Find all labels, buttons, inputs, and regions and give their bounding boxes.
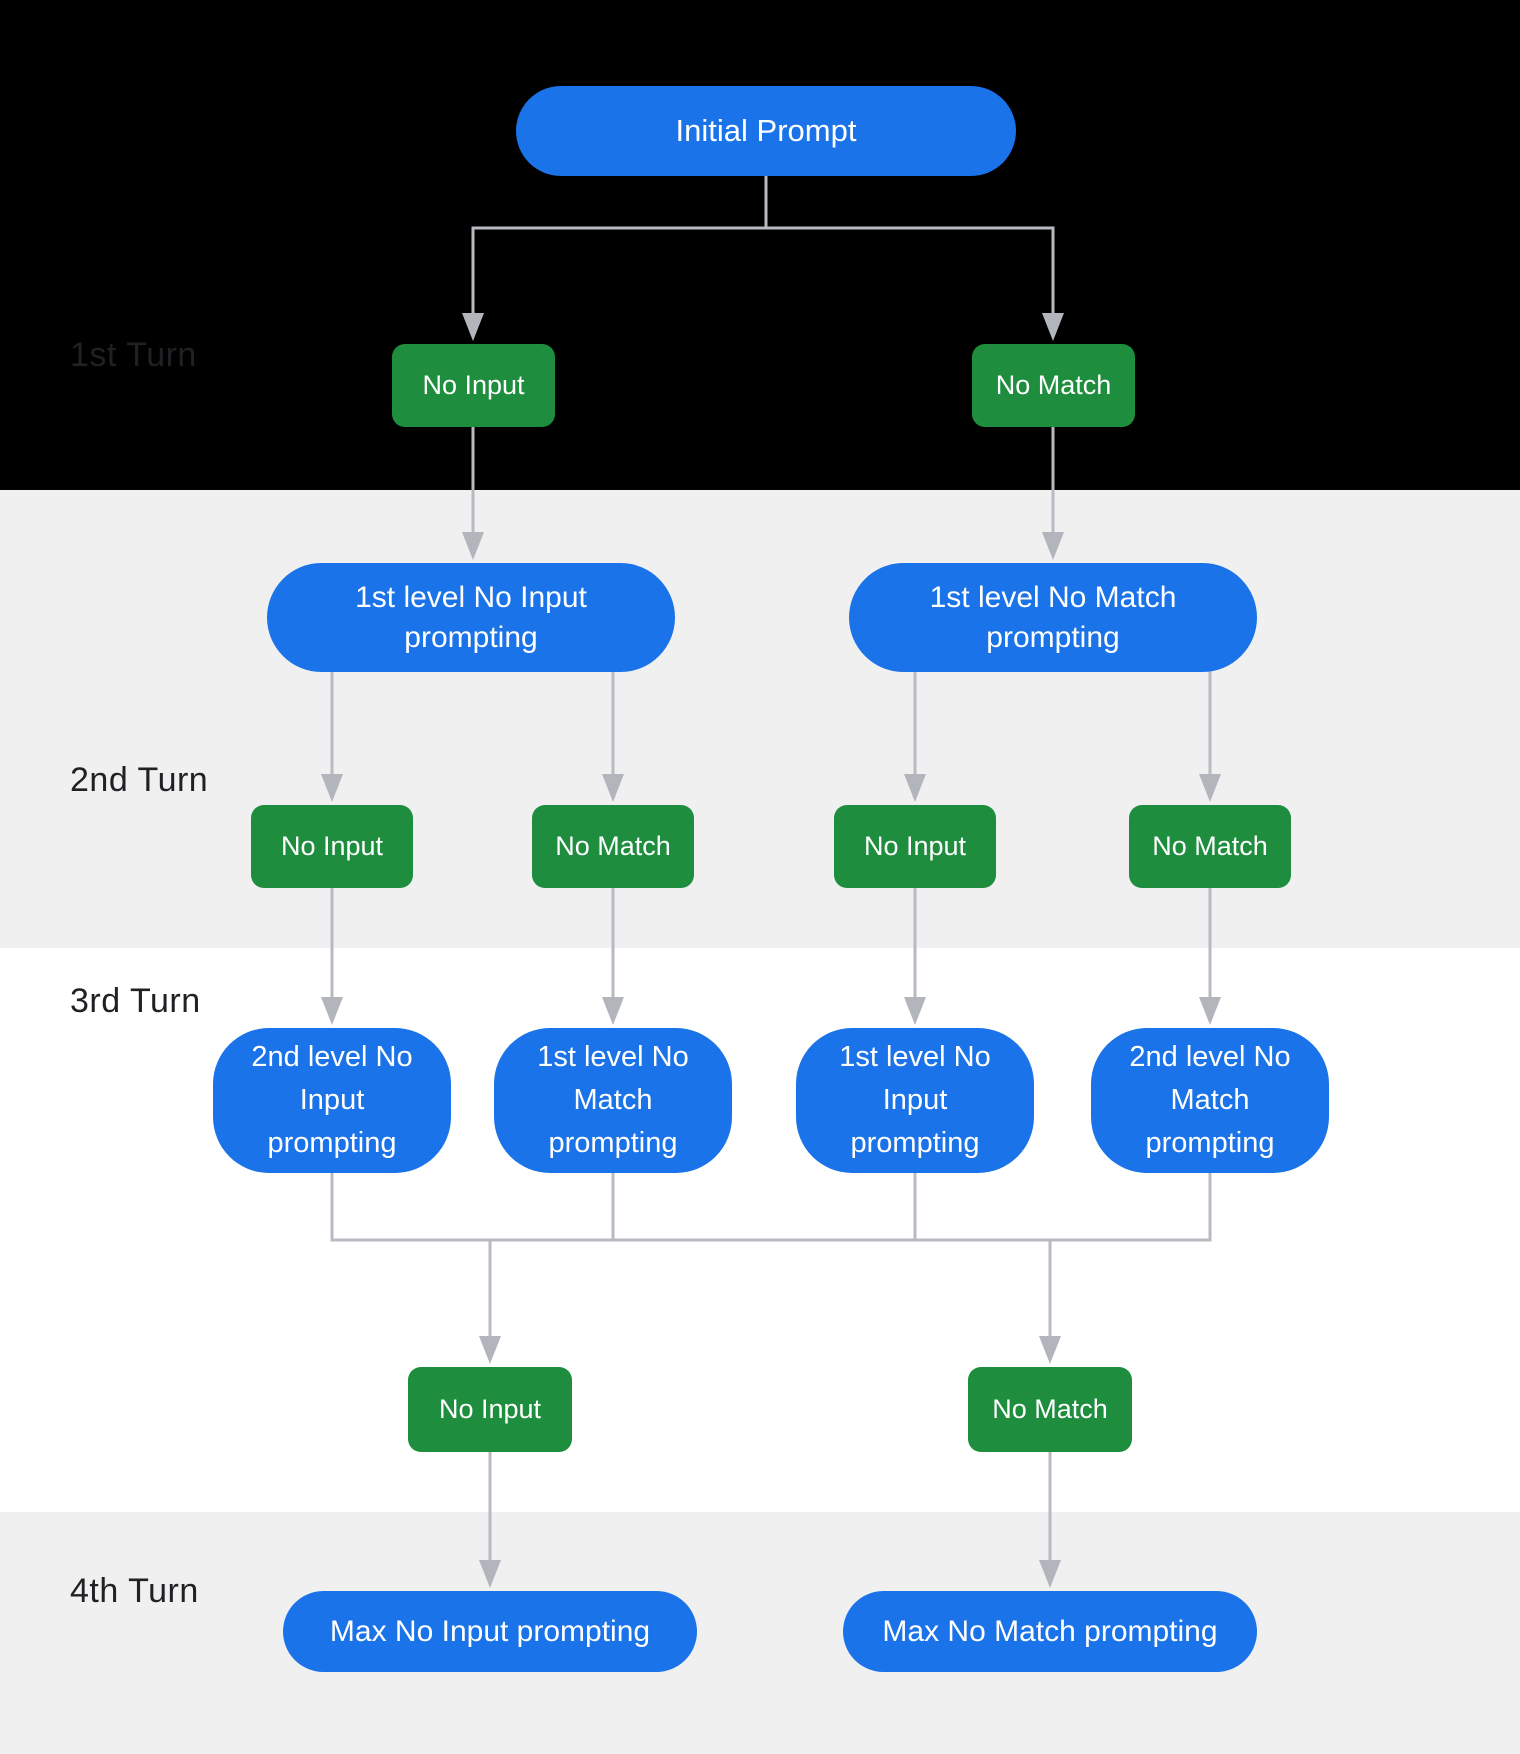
turn2-label-4: No Match bbox=[1152, 831, 1268, 861]
turn4-band bbox=[0, 1512, 1520, 1754]
max-no-match-prompt-label: Max No Match prompting bbox=[882, 1614, 1218, 1648]
turn2-no-input-node-2: No Input bbox=[834, 805, 996, 888]
turn2-label-2: No Match bbox=[555, 831, 671, 861]
level1-no-match-prompt-label: 1st level No Match prompting bbox=[929, 580, 1177, 654]
turn3-no-match-label: No Match bbox=[992, 1394, 1108, 1424]
turn2-no-match-node-2: No Match bbox=[1129, 805, 1291, 888]
turn-label-1st: 1st Turn bbox=[70, 336, 197, 374]
turn3-no-input-label: No Input bbox=[438, 1394, 542, 1424]
arrowheads bbox=[321, 313, 1221, 1588]
max-no-input-prompt-label: Max No Input prompting bbox=[329, 1614, 651, 1648]
max-no-match-prompt-node: Max No Match prompting bbox=[843, 1591, 1257, 1672]
level2-prompt-node-2: 1st level No Match prompting bbox=[494, 1028, 732, 1173]
level1-no-match-prompt-node: 1st level No Match prompting bbox=[849, 563, 1257, 672]
turn2-label-1: No Input bbox=[280, 831, 384, 861]
level1-no-input-prompt-node: 1st level No Input prompting bbox=[267, 563, 675, 672]
level1-no-input-prompt-label: 1st level No Input prompting bbox=[355, 580, 587, 654]
turn3-no-input-node: No Input bbox=[408, 1367, 572, 1452]
turn2-no-input-node-1: No Input bbox=[251, 805, 413, 888]
level2-prompt-label-1: 2nd level No Input prompting bbox=[251, 1041, 413, 1159]
level2-prompt-label-3: 1st level No Input prompting bbox=[839, 1041, 991, 1159]
turn1-no-match-label: No Match bbox=[995, 370, 1112, 400]
turn1-no-input-node: No Input bbox=[392, 344, 555, 427]
initial-prompt-label: Initial Prompt bbox=[675, 113, 857, 148]
turn1-no-match-node: No Match bbox=[972, 344, 1135, 427]
initial-prompt-node: Initial Prompt bbox=[516, 86, 1016, 176]
turn-label-3rd: 3rd Turn bbox=[70, 982, 201, 1020]
turn3-no-match-node: No Match bbox=[968, 1367, 1132, 1452]
level2-prompt-node-4: 2nd level No Match prompting bbox=[1091, 1028, 1329, 1173]
turn1-no-input-label: No Input bbox=[422, 370, 525, 400]
turn2-no-match-node-1: No Match bbox=[532, 805, 694, 888]
turn1-band bbox=[0, 0, 1520, 490]
level2-prompt-node-3: 1st level No Input prompting bbox=[796, 1028, 1034, 1173]
level2-prompt-label-2: 1st level No Match prompting bbox=[537, 1041, 689, 1159]
tree-lines bbox=[330, 170, 1212, 1564]
turn-label-2nd: 2nd Turn bbox=[70, 761, 209, 799]
level2-prompt-label-4: 2nd level No Match prompting bbox=[1129, 1041, 1291, 1159]
max-no-input-prompt-node: Max No Input prompting bbox=[283, 1591, 697, 1672]
turn2-label-3: No Input bbox=[863, 831, 967, 861]
turn-label-4th: 4th Turn bbox=[70, 1572, 199, 1610]
level2-prompt-node-1: 2nd level No Input prompting bbox=[213, 1028, 451, 1173]
